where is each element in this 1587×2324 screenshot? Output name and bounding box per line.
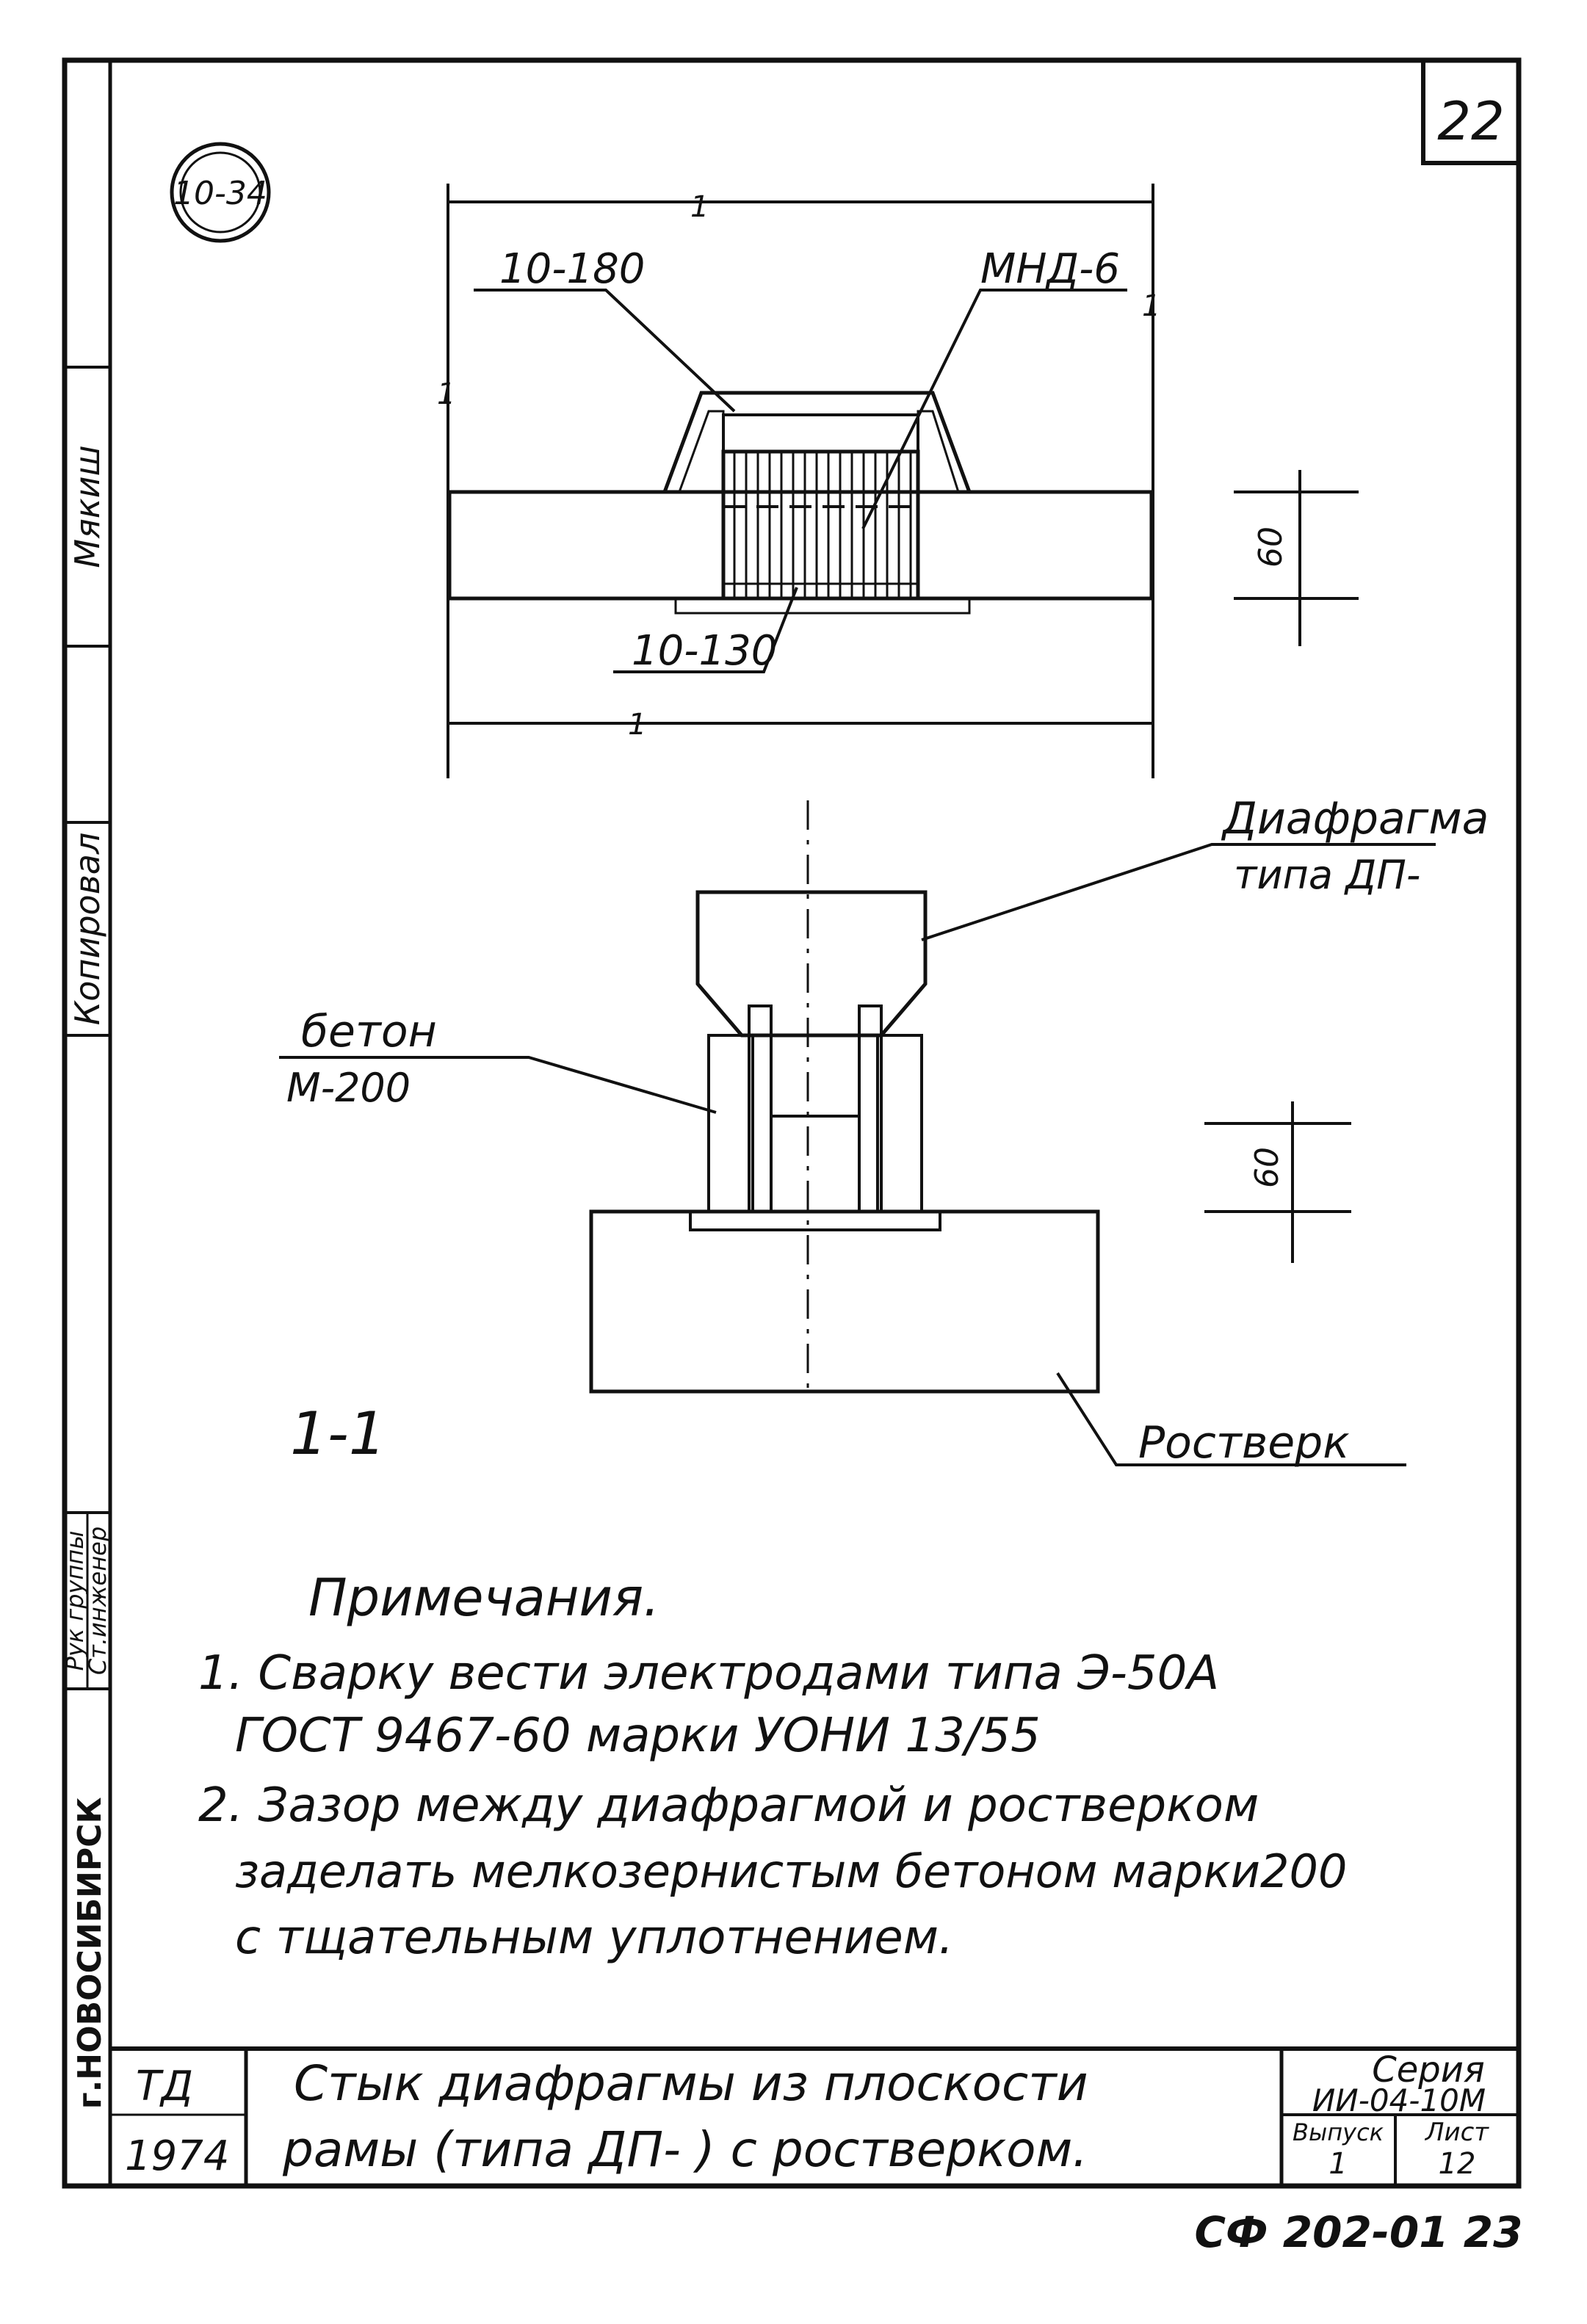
stamp-cell-2: Копировал	[68, 833, 107, 1026]
section-mark-bottom: 1	[628, 708, 646, 742]
concrete-label-1: бетон	[301, 1006, 437, 1057]
section-mark-top: 1	[690, 190, 709, 224]
issue-value: 1	[1328, 2147, 1347, 2181]
issue-label: Выпуск	[1293, 2118, 1384, 2146]
section-view: Диафрагма типа ДП- бетон М-200 Ростверк …	[279, 793, 1489, 1469]
notes-title: Примечания.	[308, 1568, 659, 1628]
sheet-value: 12	[1439, 2147, 1476, 2181]
concrete-label-2: М-200	[286, 1065, 411, 1111]
title-year: 1974	[125, 2132, 230, 2180]
note-line-3: 2. Зазор между диафрагмой и ростверком	[198, 1778, 1259, 1833]
note-line-2: ГОСТ 9467-60 марки УОНИ 13/55	[235, 1709, 1041, 1763]
title-block: ТД 1974 Стык диафрагмы из плоскости рамы…	[110, 2046, 1523, 2257]
detail-marker-label: 10-34	[173, 175, 267, 212]
sheet-number-box: 22	[1421, 60, 1519, 165]
grillage-label: Ростверк	[1138, 1417, 1349, 1469]
section-mark-right: 1	[1142, 289, 1160, 323]
series-label: Серия	[1372, 2049, 1485, 2090]
section-title: 1-1	[290, 1400, 386, 1468]
note-line-5: с тщательным уплотнением.	[235, 1911, 953, 1965]
stamp-cell-3: Рук группы	[61, 1531, 89, 1671]
plan-label-top-right: МНД-6	[980, 245, 1120, 293]
detail-marker: 10-34	[170, 142, 271, 243]
side-stamp: Мякиш Копировал Рук группы Ст.инженер г.…	[61, 366, 112, 2110]
section-mark-left: 1	[437, 377, 455, 411]
title-line-1: Стык диафрагмы из плоскости	[294, 2055, 1088, 2112]
note-line-4: заделать мелкозернистым бетоном марки200	[235, 1845, 1347, 1898]
title-line-2: рамы (типа ДП- ) с ростверком.	[282, 2121, 1088, 2178]
grillage-body	[589, 1209, 1100, 1394]
plan-view: 10-180 МНД-6 10-130 1 1 1 1 60	[437, 184, 1359, 778]
stamp-cell-1: Мякиш	[68, 445, 107, 568]
sheet-label: Лист	[1424, 2118, 1489, 2147]
section-dimension: 60	[1248, 1147, 1286, 1188]
series-value: ИИ-04-10М	[1312, 2082, 1486, 2118]
stamp-city: г.НОВОСИБИРСК	[71, 1798, 109, 2110]
notes-block: Примечания. 1. Сварку вести электродами …	[198, 1568, 1347, 1965]
plan-dimension: 60	[1252, 526, 1290, 568]
plan-label-bottom: 10-130	[632, 627, 777, 675]
sheet-border	[62, 57, 1522, 2189]
title-org: ТД	[136, 2063, 193, 2110]
diaphragm-label-1: Диафрагма	[1221, 793, 1489, 844]
drawing-code: СФ 202-01 23	[1194, 2207, 1522, 2257]
diaphragm-label-2: типа ДП-	[1234, 852, 1420, 898]
stamp-cell-4: Ст.инженер	[84, 1527, 112, 1675]
note-line-1: 1. Сварку вести электродами типа Э-50А	[198, 1646, 1219, 1701]
diaphragm-body	[695, 890, 928, 1038]
plan-label-top-left: 10-180	[499, 245, 645, 293]
sheet-number: 22	[1437, 90, 1505, 152]
